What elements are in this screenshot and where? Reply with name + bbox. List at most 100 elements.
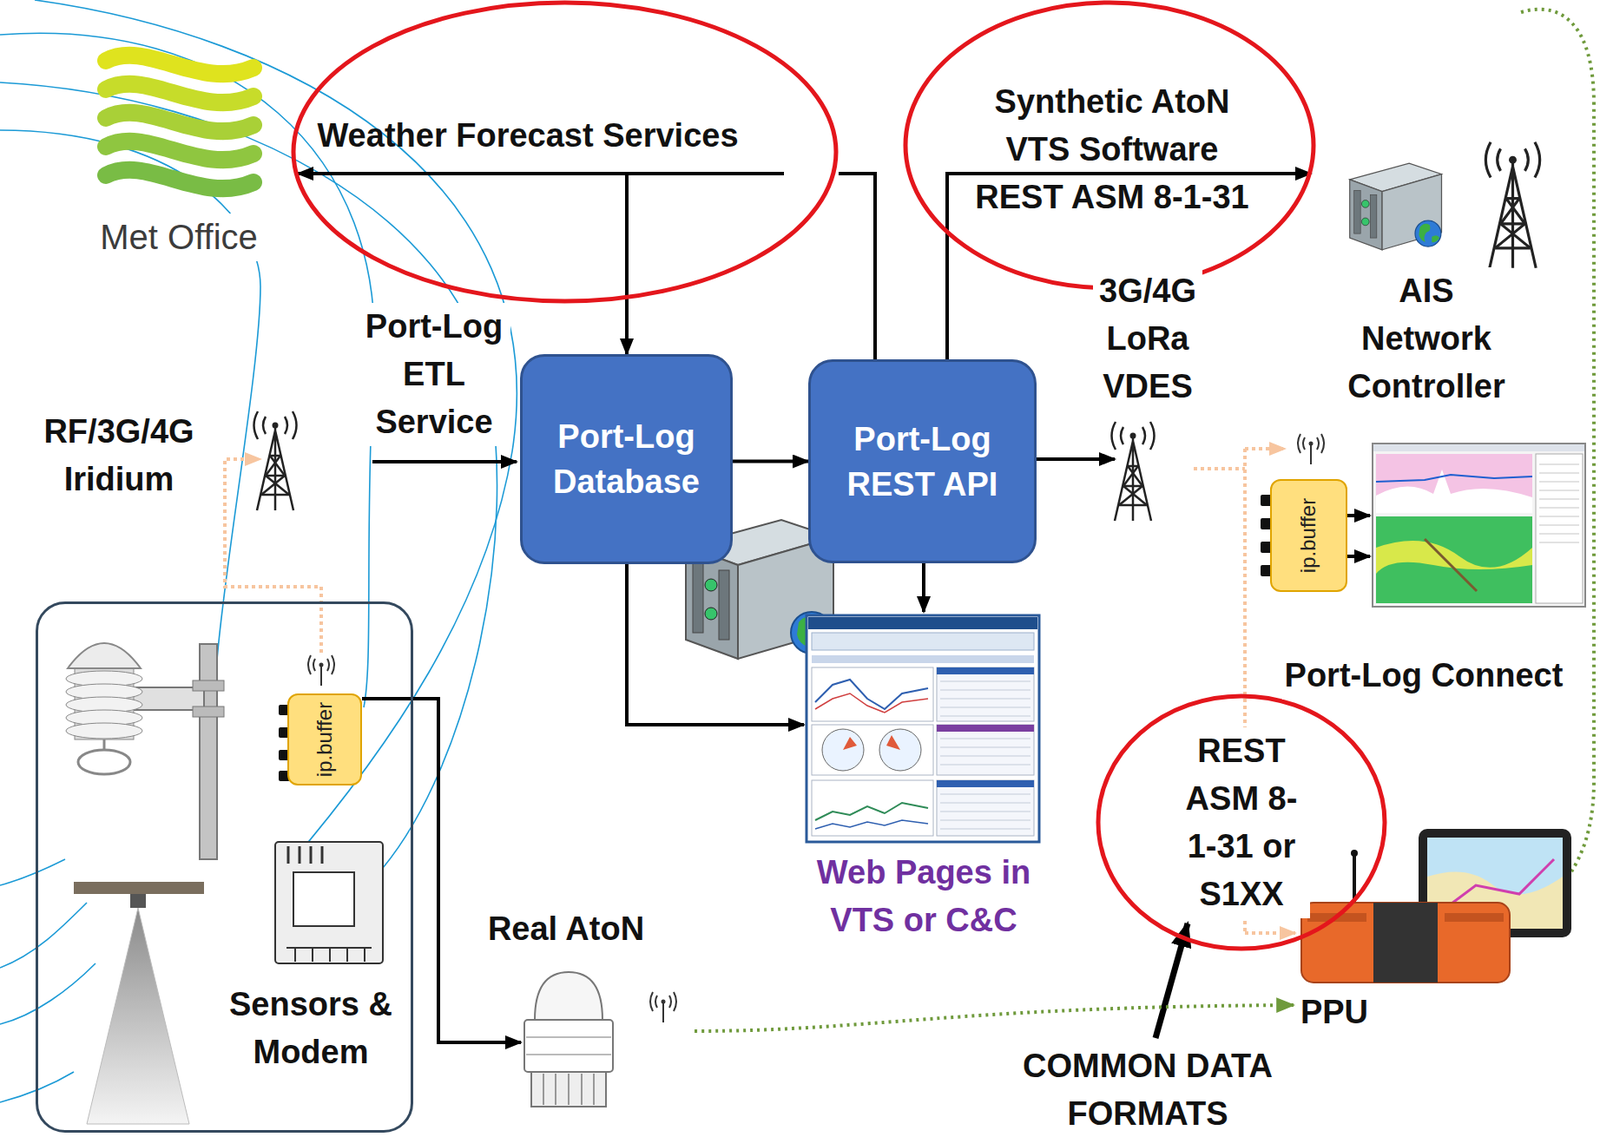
real-aton-lantern [524,972,613,1107]
text-holder: Port-Log REST API [810,362,1034,561]
data-flow-line [372,460,517,464]
orange-radio-link [224,448,1296,934]
green-ais-link [694,9,1594,1032]
process-box: Port-Log Database [520,354,733,565]
buffer-label: ip.buffer [312,702,337,777]
label-holder: AIS Network Controller [1122,267,1600,411]
ppu-device [1301,829,1572,983]
orange-radio-link [1244,447,1285,451]
data-flow-line [1347,554,1370,559]
ppu-device [1301,902,1510,983]
node-text: REST ASM 8-1-31 or S1XX [1172,727,1311,919]
diagram-label: Web Pages in VTS or C&C [803,849,1044,945]
buffer-label: ip.buffer [1297,498,1322,573]
weather-station-sensor [78,750,131,775]
node-text: Sensors & Modem [223,981,398,1077]
label-holder: Port-Log ETL Service [130,302,738,447]
text-holder: REST ASM 8-1-31 or S1XX [1095,693,1388,952]
diagram-label: Met Office [97,213,261,262]
echo-sounder-sensor [73,882,205,1125]
diagram-label: RF/3G/4G Iridium [29,408,209,504]
process-box: Port-Log REST API [808,359,1037,564]
antenna-icon [308,655,335,686]
radio-tower [1112,421,1155,521]
data-flow-line [626,564,804,725]
label-holder: Real AtoN [262,905,870,954]
web-page-screenshot [936,667,1034,722]
web-page-screenshot [842,735,901,751]
weather-station-sensor [67,643,141,669]
label-holder: PPU [1030,988,1600,1037]
text-holder: ip.buffer [1271,480,1346,591]
web-page-screenshot [806,615,1040,843]
met-office-logo [105,55,254,189]
text-holder: Sensors & Modem [223,981,398,1077]
node-text: Port-Log REST API [820,416,1025,507]
data-flow-line [1155,923,1188,1039]
label-holder: Web Pages in VTS or C&C [619,849,1228,945]
web-page-screenshot [815,679,929,710]
diagram-label: COMMON DATA FORMATS [1010,1042,1285,1137]
text-holder: Port-Log Database [522,356,731,562]
data-flow-connector [625,303,629,355]
web-page-screenshot [936,724,1034,776]
data-flow-line [297,171,784,176]
ip-buffer-box: ip.buffer [287,693,363,786]
port-log-connect-screenshot [1376,516,1533,604]
web-page-screenshot [808,617,1038,630]
ppu-device [1373,902,1438,983]
server-icon [1349,163,1442,251]
label-holder: Met Office [0,213,483,262]
web-page-screenshot [936,724,1034,732]
real-aton-lantern [543,1073,594,1106]
weather-station-sensor [65,723,143,739]
diagram-label: 3G/4G LoRa VDES [1093,267,1203,411]
web-page-screenshot [936,667,1034,675]
weather-station-sensor [65,643,224,860]
data-flow-line [1347,513,1370,518]
port-log-connect-screenshot [1376,474,1533,482]
web-page-screenshot [806,615,1040,843]
web-page-screenshot [940,794,1031,830]
diagram-label: Port-Log Connect [1282,651,1567,700]
modem-box [275,842,383,964]
sensor-group-box: Sensors & Modem ip.buffer [35,601,414,1133]
port-log-connect-screenshot [1376,469,1533,514]
radio-tower [254,411,297,511]
echo-sounder-sensor [73,882,205,895]
diagram-label: Real AtoN [485,905,647,954]
modem-box [286,948,372,962]
ellipse-outline [1098,696,1385,949]
met-office-logo [105,170,254,189]
real-aton-lantern [534,972,603,1021]
data-link-curve [0,902,87,968]
node-text: Synthetic AtoN VTS Software REST ASM 8-1… [966,78,1258,222]
highlight-ellipse: Synthetic AtoN VTS Software REST ASM 8-1… [902,0,1317,291]
antenna-icon [650,992,677,1023]
green-ais-link [694,1005,1294,1032]
text-holder: ip.buffer [289,695,361,784]
met-office-logo [105,55,254,74]
port-log-connect-screenshot [1424,539,1477,592]
real-aton-lantern [524,1020,613,1073]
data-link-curve [0,82,498,869]
orange-radio-link [224,459,322,653]
ppu-device [1350,849,1358,857]
echo-sounder-sensor [86,908,190,1125]
port-log-connect-screenshot [1535,454,1583,604]
text-holder: Weather Forecast Services [302,111,754,160]
web-page-screenshot [815,820,929,830]
port-log-connect-screenshot [1372,443,1586,607]
ppu-device [1444,913,1504,922]
data-link-curve [0,130,261,660]
data-link-curve [0,859,66,886]
highlight-ellipse: REST ASM 8-1-31 or S1XX [1095,693,1388,952]
label-holder: Port-Log Connect [1119,651,1600,700]
port-log-connect-screenshot [1539,464,1580,543]
diagram-label: AIS Network Controller [1341,267,1512,411]
weather-station-sensor [103,739,106,751]
antenna-icon [1297,434,1324,465]
